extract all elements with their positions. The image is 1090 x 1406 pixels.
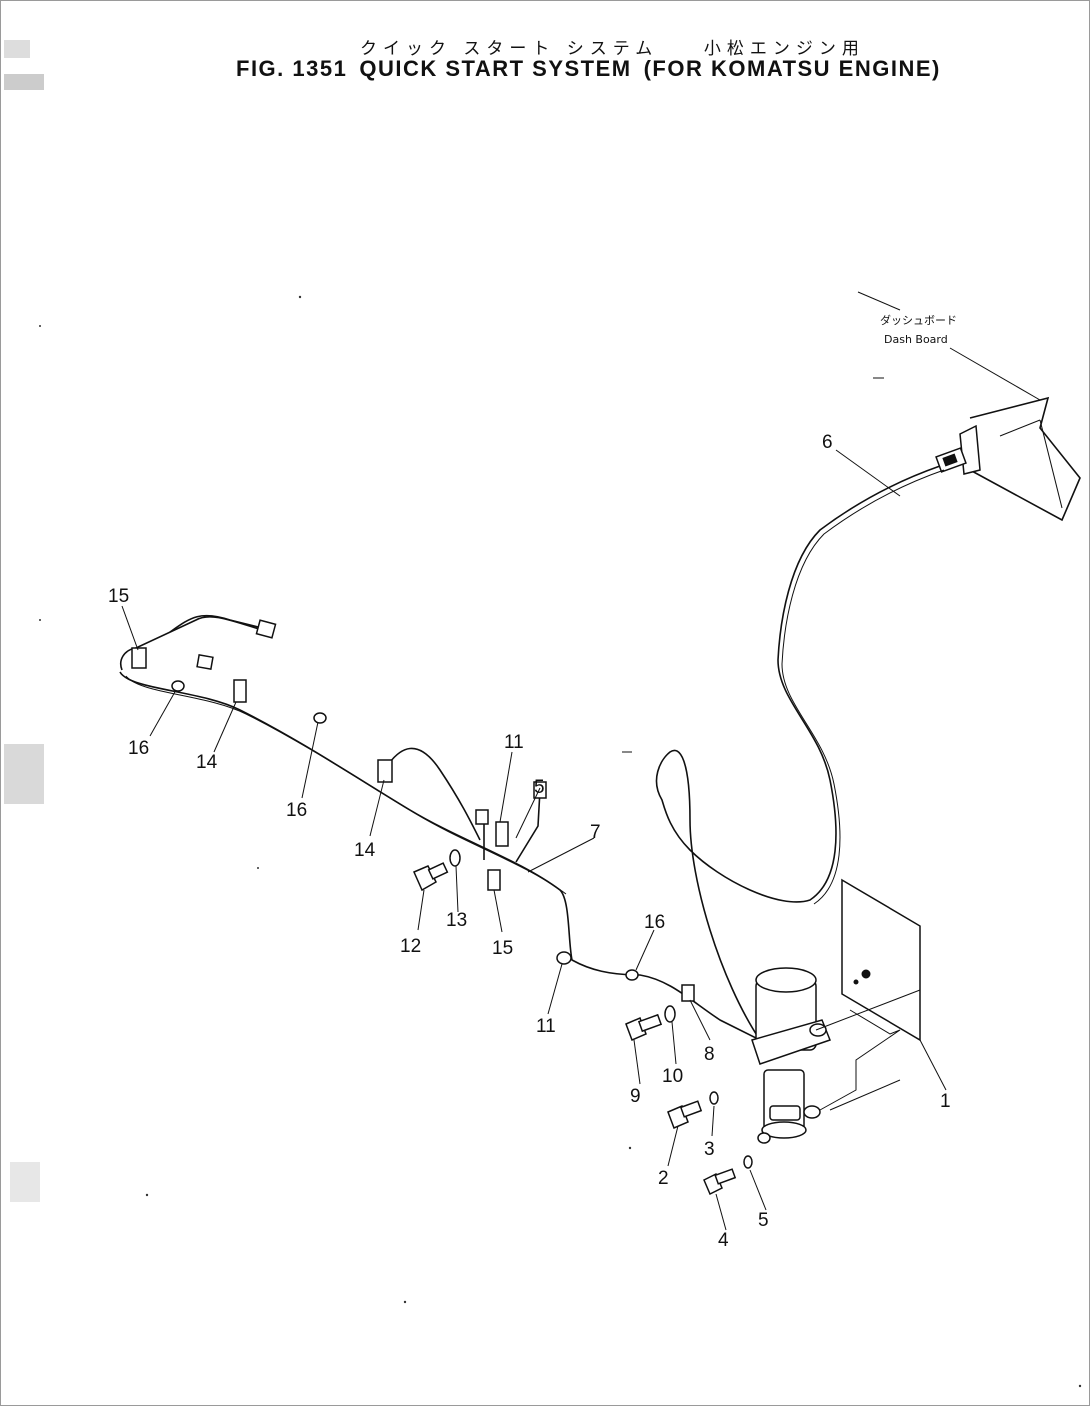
figure-title-variant: (FOR KOMATSU ENGINE) xyxy=(643,56,941,81)
callout-5: 5 xyxy=(758,1210,769,1231)
bolt-4 xyxy=(703,1168,737,1196)
figure-title: FIG. 1351 QUICK START SYSTEM (FOR KOMATSU … xyxy=(236,56,953,82)
callout-4: 4 xyxy=(718,1230,729,1251)
bolt-9 xyxy=(625,1013,663,1041)
callout-13: 13 xyxy=(446,910,467,931)
leader-lines xyxy=(121,449,947,1231)
callout-3: 3 xyxy=(704,1139,715,1160)
figure-title-japanese: クイック スタート システム 小松エンジン用 xyxy=(360,39,865,59)
callout-15: 15 xyxy=(492,938,513,959)
scan-noise xyxy=(4,40,1082,1388)
washer-5 xyxy=(743,1155,753,1169)
clamps xyxy=(131,647,695,1002)
callout-15-left: 15 xyxy=(108,586,129,607)
washer-13 xyxy=(449,849,461,867)
figure-title-main: QUICK START SYSTEM xyxy=(359,56,632,81)
callout-16-right: 16 xyxy=(644,912,665,933)
figure-number: FIG. 1351 xyxy=(236,56,348,81)
callout-1: 1 xyxy=(940,1091,951,1112)
callout-14-left: 14 xyxy=(196,752,218,773)
callout-11: 11 xyxy=(536,1016,556,1037)
callout-5-upper: 5 xyxy=(534,777,545,798)
callout-9: 9 xyxy=(630,1086,641,1107)
callout-2: 2 xyxy=(658,1168,669,1189)
quick-start-valve xyxy=(751,967,921,1144)
callout-12: 12 xyxy=(400,936,421,957)
callout-7: 7 xyxy=(590,822,601,843)
bracket xyxy=(819,878,921,1111)
callout-16-middle: 16 xyxy=(286,800,307,821)
control-knob xyxy=(935,424,981,475)
dash-board-label-jp: ダッシュボード xyxy=(880,313,957,327)
callout-8: 8 xyxy=(704,1044,715,1065)
washer-3 xyxy=(709,1091,719,1105)
bolt-2 xyxy=(667,1100,703,1129)
dash-board-panel xyxy=(857,291,1081,522)
injection-pipe xyxy=(119,616,781,1051)
callout-10: 10 xyxy=(662,1066,683,1087)
callout-14: 14 xyxy=(354,840,376,861)
control-cable xyxy=(655,465,941,1041)
bolt-12 xyxy=(413,862,449,892)
dash-board-label: Dash Board xyxy=(884,333,948,346)
washer-10 xyxy=(664,1005,676,1023)
callout-16-left: 16 xyxy=(128,738,149,759)
callout-6: 6 xyxy=(822,432,833,453)
callout-11-upper: 11 xyxy=(504,732,524,753)
